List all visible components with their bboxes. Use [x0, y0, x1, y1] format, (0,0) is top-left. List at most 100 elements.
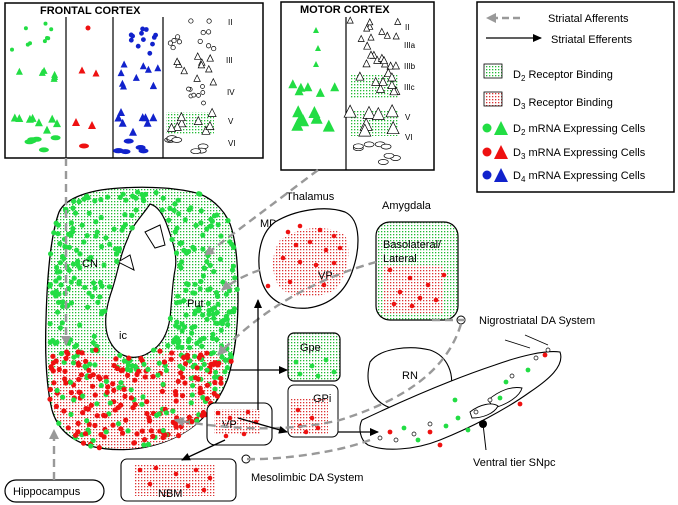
- d2-cell: [55, 222, 62, 228]
- d2-pyramidal-cell: [297, 114, 310, 127]
- d2-cell: [50, 337, 56, 344]
- d2-cell: [85, 304, 91, 310]
- unlabelled-pyramidal-cell: [346, 16, 354, 24]
- legend-d2-triangle: [494, 121, 508, 135]
- d2-cell: [73, 342, 80, 348]
- d2-cell: [68, 220, 74, 226]
- d2-cell: [214, 320, 220, 326]
- d3-cell: [51, 380, 57, 386]
- d3-cell: [162, 432, 168, 438]
- sn-cells: [377, 347, 551, 448]
- d2-cell: [189, 392, 195, 398]
- afferent-nigrostriatal: [174, 323, 463, 430]
- d2-cell: [89, 294, 95, 300]
- d3-cell: [172, 389, 179, 395]
- d3-cell: [315, 425, 321, 431]
- d2-cell: [38, 147, 49, 153]
- d2-cell: [166, 217, 172, 223]
- d2-cell: [54, 269, 61, 275]
- d2-cell: [212, 386, 218, 392]
- d3-cell: [79, 350, 85, 356]
- d3-cell: [197, 390, 203, 396]
- d3-cell: [102, 413, 108, 419]
- d2-cell: [71, 275, 77, 281]
- unlabelled-pyramidal-cell: [379, 55, 389, 65]
- d3-cell: [287, 279, 293, 285]
- d3-cell: [427, 429, 433, 435]
- legend: Striatal Afferents Striatal Efferents D2…: [476, 1, 675, 193]
- d2-cell: [163, 410, 169, 416]
- d2-cell: [179, 240, 185, 246]
- d2-pyramidal-cell: [50, 74, 58, 82]
- d2-cell: [175, 324, 182, 330]
- put-label: Put: [187, 298, 204, 310]
- d2-cell: [222, 369, 228, 375]
- d3-cell: [79, 143, 89, 149]
- d2-cell: [192, 353, 198, 359]
- d3-cell: [218, 380, 224, 386]
- d3-cell: [437, 442, 443, 448]
- unlabelled-cell: [191, 92, 197, 98]
- d2-cell: [206, 311, 212, 317]
- d3-cell: [85, 25, 91, 31]
- d2-cell: [185, 281, 191, 287]
- motor-cortex-panel: MOTOR CORTEX II IIIa IIIb IIIc V VI: [280, 1, 435, 171]
- d2-pyramidal-cell: [315, 45, 321, 51]
- sn-inner-1: [487, 387, 523, 409]
- thalamus-d3-cells: [265, 223, 343, 289]
- unlabelled-cell: [545, 347, 551, 353]
- d3-cell: [193, 467, 199, 473]
- d2-cell: [207, 223, 213, 229]
- d4-cell: [153, 32, 159, 38]
- globus-pallidus: Gpe GPi: [287, 332, 341, 438]
- d2-cell: [205, 300, 212, 307]
- d3-cell: [204, 350, 210, 356]
- hippocampus-label: Hippocampus: [13, 486, 81, 498]
- d2-cell: [293, 359, 299, 365]
- d2-cell: [60, 253, 66, 260]
- d3-cell: [80, 440, 87, 446]
- unlabelled-cell: [363, 141, 375, 148]
- d3-cell: [62, 376, 68, 382]
- cn-label: CN: [82, 258, 98, 270]
- d2-cell: [199, 343, 205, 349]
- d4-cell: [120, 149, 131, 155]
- ic-notch: [144, 224, 166, 249]
- d3-cell: [182, 380, 188, 386]
- d3-cell: [118, 402, 124, 408]
- d3-cell: [331, 260, 337, 266]
- d2-cell: [205, 287, 211, 293]
- d2-cell: [60, 303, 66, 309]
- d3-cell: [110, 422, 116, 428]
- d2-pyramidal-cell: [296, 82, 306, 92]
- d2-cell: [75, 262, 81, 268]
- unlabelled-pyramidal-cell: [201, 125, 211, 135]
- d2-cell: [211, 269, 217, 275]
- d3-cell: [122, 393, 128, 399]
- d3-cell: [184, 352, 191, 358]
- d2-cell: [71, 198, 77, 204]
- unlabelled-pyramidal-cell: [357, 34, 365, 42]
- unlabelled-pyramidal-cell: [387, 79, 397, 89]
- d3-cell: [139, 428, 145, 434]
- legend-d2-binding-swatch: [483, 63, 503, 79]
- d2-cell: [160, 381, 166, 387]
- d3-cell: [53, 403, 60, 409]
- d2-cell: [205, 253, 211, 259]
- d3-cell: [173, 398, 179, 404]
- d3-cell: [189, 419, 195, 425]
- legend-d2-dot: [482, 123, 492, 133]
- d3-cell: [227, 415, 233, 421]
- d2-cell: [200, 232, 206, 238]
- d3-cell: [138, 355, 144, 362]
- d3-cell: [61, 408, 67, 414]
- d3-cell: [201, 487, 207, 493]
- d3-cell: [105, 384, 111, 390]
- d3-cell: [295, 407, 301, 413]
- d3-cell: [441, 272, 447, 278]
- d2-cell: [133, 207, 139, 213]
- d2-cell: [173, 250, 180, 256]
- d2-pyramidal-cell: [53, 119, 61, 128]
- d3-cell: [176, 433, 182, 439]
- d4-pyramidal-cell: [117, 69, 125, 77]
